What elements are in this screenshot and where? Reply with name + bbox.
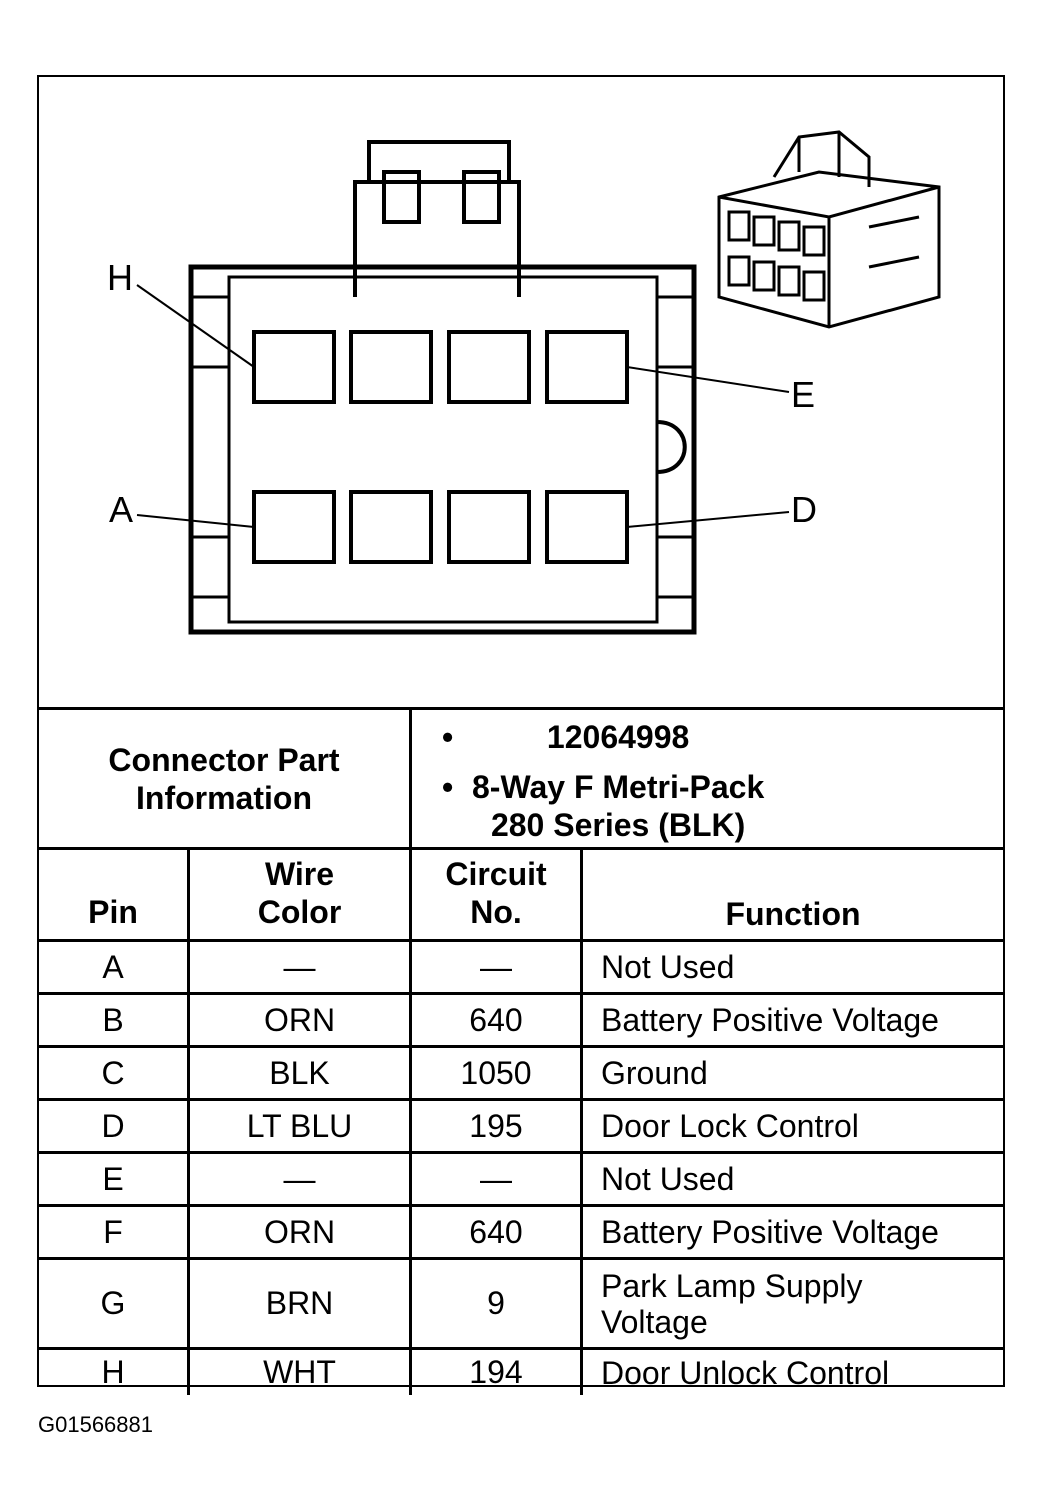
connector-part-number: •12064998 <box>442 719 690 755</box>
diagram-frame: H E A D Connector Part Information •1206… <box>37 75 1005 1395</box>
header-wire-color: Wire Color <box>257 856 342 930</box>
pin-cell: G <box>100 1285 126 1321</box>
connector-info-row: Connector Part Information •12064998 •8-… <box>39 707 1003 847</box>
table-row: E — — Not Used <box>39 1151 1003 1204</box>
function-cell: Park Lamp Supply Voltage <box>601 1267 863 1340</box>
table-row: B ORN 640 Battery Positive Voltage <box>39 992 1003 1045</box>
circuit-no-cell: 9 <box>487 1285 505 1321</box>
circuit-no-cell: 640 <box>469 1001 523 1038</box>
pin-cell: C <box>101 1054 125 1091</box>
pin-cell: B <box>102 1001 124 1038</box>
header-function: Function <box>725 896 861 932</box>
wire-color-cell: BLK <box>269 1054 330 1091</box>
table-row: H WHT 194 Door Unlock Control <box>39 1347 1003 1395</box>
circuit-no-cell: 194 <box>469 1354 523 1390</box>
pin-cell: E <box>102 1160 124 1197</box>
pin-label-d: D <box>791 489 817 530</box>
pin-cell: D <box>101 1107 125 1144</box>
figure-code: G01566881 <box>38 1412 153 1437</box>
function-cell: Battery Positive Voltage <box>601 1214 939 1250</box>
connector-info-label: Connector Part Information <box>108 741 340 816</box>
connector-info-items: •12064998 •8-Way F Metri-Pack 280 Series… <box>412 710 1003 847</box>
function-cell: Door Unlock Control <box>601 1354 890 1391</box>
connector-face-drawing <box>136 130 941 635</box>
pin-cell: F <box>103 1213 123 1250</box>
pin-label-e: E <box>791 374 816 415</box>
circuit-no-cell: — <box>480 948 512 985</box>
table-row: F ORN 640 Battery Positive Voltage <box>39 1204 1003 1257</box>
header-pin: Pin <box>88 894 138 930</box>
function-cell: Not Used <box>601 949 735 985</box>
table-row: D LT BLU 195 Door Lock Control <box>39 1098 1003 1151</box>
table-row: C BLK 1050 Ground <box>39 1045 1003 1098</box>
connector-type: •8-Way F Metri-Pack 280 Series (BLK) <box>442 769 765 843</box>
function-cell: Battery Positive Voltage <box>601 1002 939 1038</box>
connector-diagram: H E A D <box>39 77 1003 707</box>
wire-color-cell: ORN <box>263 1001 336 1038</box>
wire-color-cell: ORN <box>263 1213 336 1250</box>
circuit-no-cell: 195 <box>469 1107 523 1144</box>
pin-cell: H <box>101 1354 125 1390</box>
function-cell: Not Used <box>601 1161 735 1197</box>
circuit-no-cell: — <box>480 1160 512 1197</box>
pin-cell: A <box>102 948 124 985</box>
table-row: G BRN 9 Park Lamp Supply Voltage <box>39 1257 1003 1347</box>
pin-label-a: A <box>109 489 134 530</box>
circuit-no-cell: 640 <box>469 1213 523 1250</box>
function-cell: Door Lock Control <box>601 1108 859 1144</box>
circuit-no-cell: 1050 <box>460 1054 532 1091</box>
wire-color-cell: — <box>283 948 316 985</box>
wire-color-cell: WHT <box>263 1354 336 1390</box>
table-row: A — — Not Used <box>39 939 1003 992</box>
wire-color-cell: LT BLU <box>246 1107 353 1144</box>
pin-label-h: H <box>107 257 133 298</box>
header-circuit-no: Circuit No. <box>445 856 547 930</box>
function-cell: Ground <box>601 1055 708 1091</box>
wire-color-cell: BRN <box>265 1285 334 1321</box>
wire-color-cell: — <box>283 1160 316 1197</box>
table-header-row: Pin Wire Color Circuit No. Function <box>39 847 1003 939</box>
